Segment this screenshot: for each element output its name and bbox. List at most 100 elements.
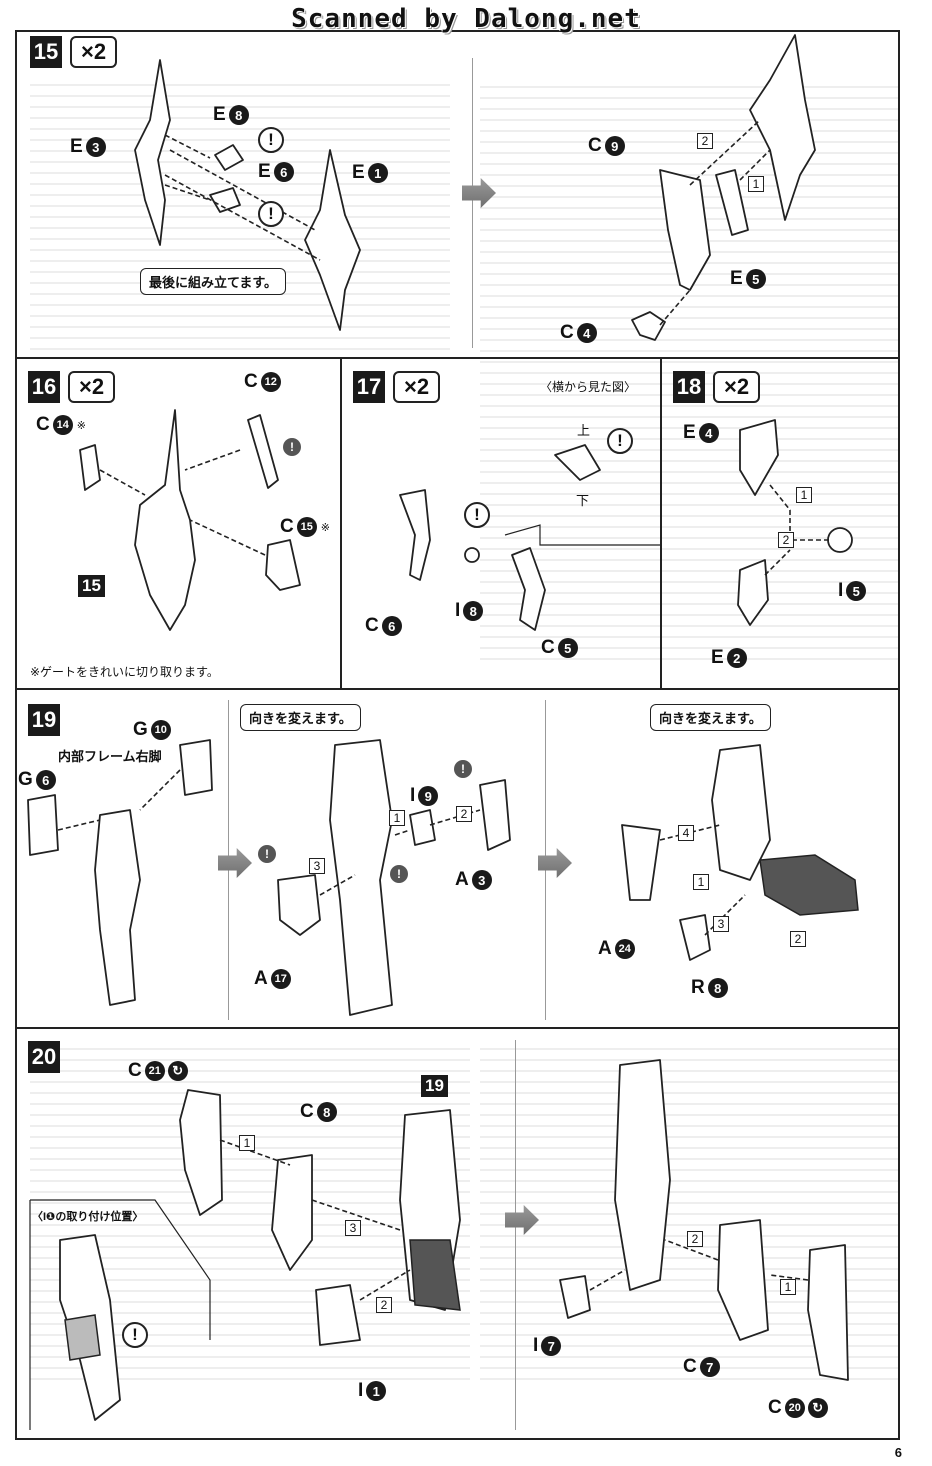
divider <box>15 357 900 359</box>
assemble-last-callout: 最後に組み立てます。 <box>140 268 287 295</box>
side-view-label: 〈横から見た図〉 <box>540 380 637 394</box>
part-number-badge: 8 <box>228 105 249 125</box>
caution-icon: ! <box>464 502 490 528</box>
part-number-badge: 5 <box>557 638 578 658</box>
order-mark: 1 <box>748 176 764 192</box>
up-label: 上 <box>577 423 591 438</box>
watermark-text: Scanned by Dalong.net <box>291 4 641 34</box>
part-number-badge: 1 <box>367 163 388 183</box>
order-mark: 1 <box>796 487 812 503</box>
caution-icon: ! <box>122 1322 148 1348</box>
part-number-badge: 8 <box>463 601 484 621</box>
order-mark: 1 <box>693 874 709 890</box>
caution-dark-icon: ! <box>454 760 472 778</box>
ref-step-19-badge: 19 <box>421 1075 448 1097</box>
caution-icon: ! <box>607 428 633 454</box>
background-ghost-text <box>30 80 450 350</box>
order-mark: 2 <box>687 1231 703 1247</box>
page-frame <box>15 30 900 1440</box>
order-mark: 4 <box>678 825 694 841</box>
step-number: 15 <box>30 36 62 68</box>
change-direction-callout: 向きを変えます。 <box>240 704 361 731</box>
part-number-badge: 6 <box>381 616 402 636</box>
divider <box>515 1040 516 1430</box>
part-number-badge: 1 <box>366 1381 387 1401</box>
divider <box>660 357 662 688</box>
order-mark: 2 <box>697 133 713 149</box>
part-number-badge: 3 <box>471 870 492 890</box>
caution-dark-icon: ! <box>390 865 408 883</box>
order-mark: 1 <box>239 1135 255 1151</box>
order-mark: 2 <box>778 532 794 548</box>
step-18-header: 18 ×2 <box>673 371 761 403</box>
part-number-badge: 7 <box>699 1357 720 1377</box>
part-number-badge: 15 <box>296 517 317 537</box>
part-number-badge: 9 <box>418 786 439 806</box>
part-number-badge: 9 <box>604 136 625 156</box>
part-number-badge: 6 <box>273 162 294 182</box>
divider <box>15 688 900 690</box>
gate-note: ※ゲートをきれいに切り取ります。 <box>30 665 219 679</box>
part-number-badge: 8 <box>316 1102 337 1122</box>
multiplier-badge: ×2 <box>68 371 116 403</box>
step-number: 17 <box>353 371 385 403</box>
divider <box>340 357 342 688</box>
multiplier-badge: ×2 <box>393 371 441 403</box>
caution-dark-icon: ! <box>258 845 276 863</box>
page-number: 6 <box>894 1445 902 1460</box>
part-number-badge: 5 <box>846 581 867 601</box>
step-number: 20 <box>28 1041 60 1073</box>
part-number-badge: 8 <box>707 978 728 998</box>
part-number-badge: 4 <box>576 323 597 343</box>
part-number-badge: 12 <box>260 372 281 392</box>
part-number-badge: 14 <box>52 415 73 435</box>
down-label: 下 <box>576 493 590 508</box>
step-20-header: 20 <box>28 1041 60 1073</box>
part-number-badge: 17 <box>270 969 291 989</box>
step-17-header: 17 ×2 <box>353 371 441 403</box>
multiplier-badge: ×2 <box>70 36 118 68</box>
multiplier-badge: ×2 <box>713 371 761 403</box>
part-number-badge: 4 <box>698 423 719 443</box>
part-number-badge: 5 <box>745 269 766 289</box>
caution-icon: ! <box>258 201 284 227</box>
step-number: 18 <box>673 371 705 403</box>
attach-position-label: 〈I❶の取り付け位置〉 <box>32 1211 144 1223</box>
part-number-badge: 24 <box>614 939 635 959</box>
order-mark: 1 <box>780 1279 796 1295</box>
rotate-icon: ↻ <box>167 1061 188 1081</box>
step-16-header: 16 ×2 <box>28 371 116 403</box>
order-mark: 2 <box>790 931 806 947</box>
order-mark: 3 <box>309 858 325 874</box>
caution-dark-icon: ! <box>283 438 301 456</box>
change-direction-callout: 向きを変えます。 <box>650 704 771 731</box>
part-number-badge: 2 <box>726 648 747 668</box>
divider <box>472 58 473 348</box>
step-19-header: 19 <box>28 704 60 736</box>
step-number: 19 <box>28 704 60 736</box>
order-mark: 1 <box>389 810 405 826</box>
part-number-badge: 10 <box>150 720 171 740</box>
